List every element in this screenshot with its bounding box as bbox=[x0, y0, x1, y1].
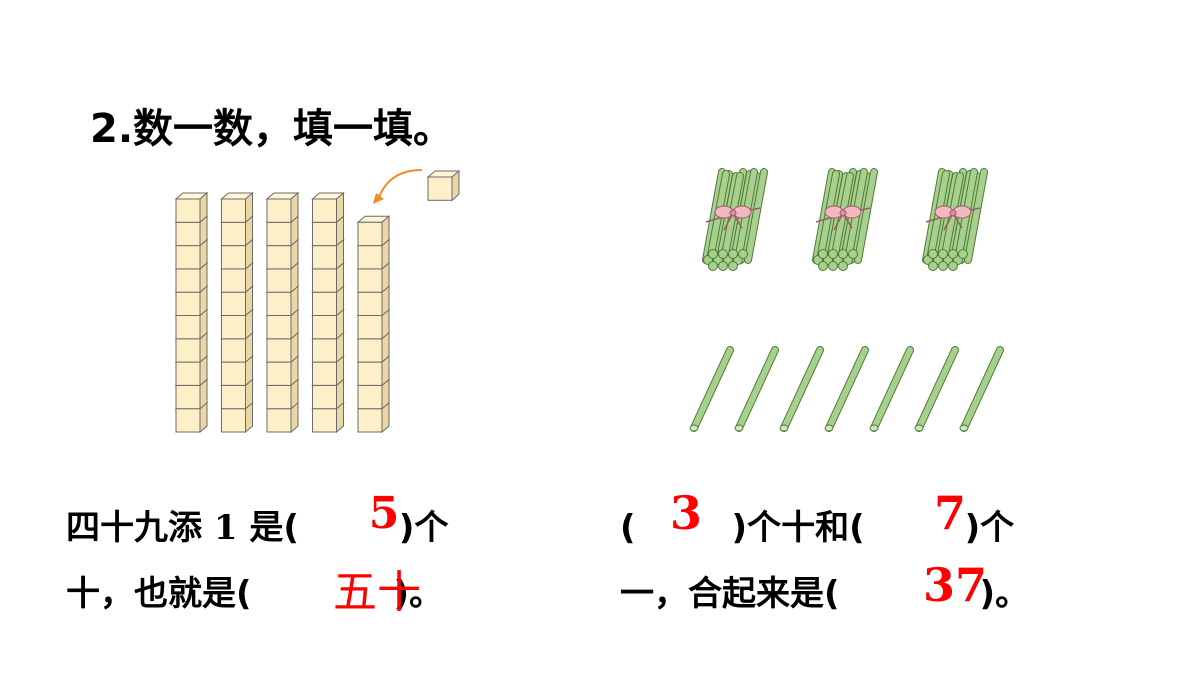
stick-bundle bbox=[702, 168, 768, 271]
base-ten-blocks-figure bbox=[174, 169, 461, 434]
left-q-number: 1 bbox=[213, 508, 238, 548]
answer-ones: 7 bbox=[933, 486, 966, 540]
answer-tens-count: 5 bbox=[368, 488, 400, 539]
counting-sticks-figure bbox=[689, 168, 1004, 432]
single-cube bbox=[426, 169, 461, 202]
cube-rod bbox=[265, 191, 300, 434]
left-question-line-2: 十，也就是( )。 bbox=[66, 566, 443, 615]
right-q-text: )。 bbox=[979, 574, 1030, 614]
answer-total: 37 bbox=[922, 558, 987, 612]
right-question-line-2: 一，合起来是( )。 bbox=[620, 566, 1029, 615]
right-q-text: 一，合起来是( bbox=[620, 574, 840, 614]
exercise-title: 2.数一数，填一填。 bbox=[90, 106, 454, 152]
stick-bundle bbox=[812, 168, 878, 271]
single-stick bbox=[689, 346, 734, 432]
single-stick bbox=[869, 346, 914, 432]
left-q-text: )。 bbox=[393, 574, 444, 614]
right-question-line-1: ( )个十和( )个 bbox=[620, 500, 1014, 549]
left-q-text: )个 bbox=[398, 508, 449, 548]
right-q-text: )个 bbox=[964, 508, 1015, 548]
arrow-icon bbox=[373, 169, 423, 204]
left-q-text: 是( bbox=[249, 508, 299, 548]
right-q-text: )个十和( bbox=[731, 508, 865, 548]
answer-tens: 3 bbox=[669, 486, 702, 540]
left-q-text: 四十九添 bbox=[66, 508, 202, 548]
single-stick bbox=[914, 346, 959, 432]
left-q-text: 十，也就是( bbox=[66, 574, 252, 614]
single-stick bbox=[734, 346, 779, 432]
single-stick bbox=[959, 346, 1004, 432]
answer-number-words: 五十 bbox=[333, 567, 421, 618]
cube-rod bbox=[356, 215, 391, 434]
cube-rod bbox=[174, 191, 209, 434]
single-stick bbox=[824, 346, 869, 432]
cube-rod bbox=[311, 191, 345, 434]
left-question-line-1: 四十九添 1 是( )个 bbox=[66, 500, 448, 549]
right-q-text: ( bbox=[620, 508, 636, 548]
single-stick bbox=[779, 346, 824, 432]
stick-bundle bbox=[922, 168, 988, 271]
cube-rod bbox=[220, 191, 254, 434]
